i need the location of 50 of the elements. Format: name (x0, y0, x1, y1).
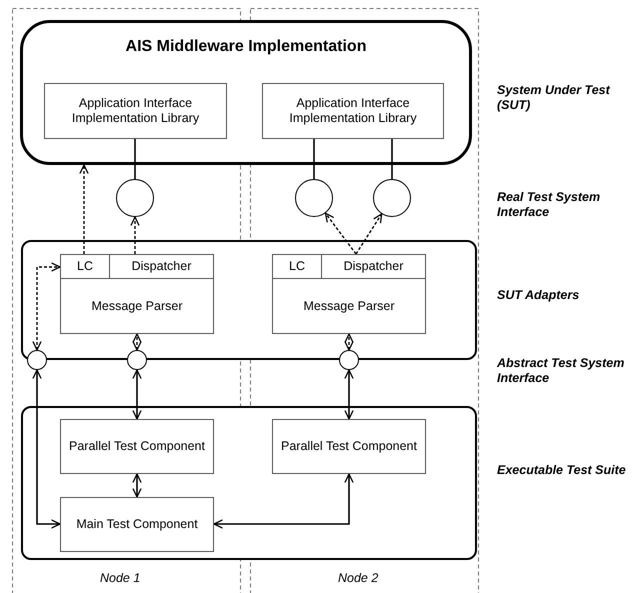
box-label: Dispatcher (130, 259, 192, 274)
arrow (344, 369, 354, 420)
interface-circle (116, 179, 154, 217)
component-box (60, 419, 214, 474)
box-label: Parallel Test Component (68, 439, 206, 454)
box-label: LC (288, 259, 306, 274)
connector-line (313, 139, 315, 179)
component-box (272, 419, 426, 474)
interface-circle (27, 350, 47, 370)
box-label: Application Interface Implementation Library (70, 96, 200, 126)
layer-label: SUT Adapters (497, 288, 580, 303)
interface-circle (339, 350, 359, 370)
box-label: Application Interface Implementation Library (288, 96, 418, 126)
box-label: LC (76, 259, 94, 274)
component-box (272, 254, 426, 334)
component-box (44, 83, 227, 139)
interface-circle (373, 179, 411, 217)
arrow (32, 369, 61, 529)
container-box (21, 240, 477, 360)
column-label: Node 2 (338, 571, 378, 586)
component-box (60, 497, 214, 552)
dashed-arrow (32, 262, 61, 351)
interface-circle (295, 179, 333, 217)
layer-label: Real Test System Interface (497, 190, 602, 220)
layer-label: Abstract Test System Interface (497, 356, 626, 386)
arrow (132, 473, 142, 498)
box-label: Message Parser (302, 299, 396, 314)
layer-label: Executable Test Suite (497, 463, 626, 478)
dashed-arrow (344, 333, 354, 351)
connector-line (134, 139, 136, 179)
dashed-arrow (324, 212, 357, 254)
box-label: Dispatcher (342, 259, 404, 274)
system-box (20, 20, 472, 165)
dashed-arrow (130, 216, 140, 254)
box-label: Message Parser (90, 299, 184, 314)
box-title: AIS Middleware Implementation (124, 39, 368, 54)
column-label: Node 1 (100, 571, 140, 586)
dashed-arrow (355, 213, 382, 254)
dashed-arrow (79, 164, 89, 254)
arrow (213, 473, 354, 529)
container-box (21, 406, 477, 560)
component-box (60, 254, 214, 334)
connector-line (391, 139, 393, 179)
dashed-arrow (132, 333, 142, 351)
arrow (132, 369, 142, 420)
layer-label: System Under Test (SUT) (497, 83, 612, 113)
box-label: Parallel Test Component (280, 439, 418, 454)
box-label: Main Test Component (75, 517, 199, 532)
component-box (262, 83, 444, 139)
interface-circle (127, 350, 147, 370)
